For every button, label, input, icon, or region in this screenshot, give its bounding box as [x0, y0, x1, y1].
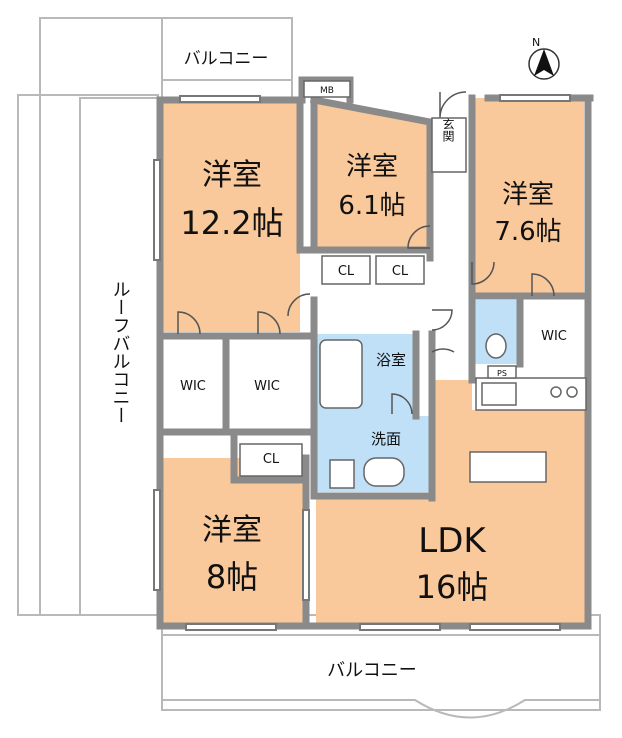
wic-3-label: WIC: [541, 329, 567, 344]
wic-1-label: WIC: [180, 379, 206, 394]
room-nw-name: 洋室: [202, 158, 262, 193]
fixtures: [239, 80, 587, 489]
wic-2-label: WIC: [254, 379, 280, 394]
wash-basin: [363, 457, 405, 487]
room-nw-floor: [160, 100, 300, 332]
closet-box: [321, 255, 371, 285]
ldk-name: LDK: [418, 521, 487, 561]
balcony-top-label: バルコニー: [184, 49, 269, 69]
room-ne-size: 7.6帖: [494, 217, 561, 247]
mb-label: MB: [320, 86, 334, 96]
north-arrow-icon: [534, 49, 554, 76]
stove-burner: [550, 386, 562, 398]
room-sw-name: 洋室: [202, 513, 262, 548]
door-swings: [177, 91, 555, 415]
room-sw-floor: [160, 458, 306, 626]
closet-box: [239, 443, 303, 477]
kitchen-island: [469, 451, 547, 483]
ldk-floor: [316, 380, 588, 626]
bathtub: [319, 339, 363, 409]
ps-label: PS: [497, 369, 507, 378]
room-n-name: 洋室: [346, 152, 398, 182]
room-ne-floor: [472, 98, 584, 296]
room-n-size: 6.1帖: [338, 191, 405, 221]
closet-box: [375, 255, 425, 285]
sink: [481, 382, 517, 406]
compass: N: [528, 36, 560, 80]
washroom-label: 洗面: [371, 430, 401, 448]
cl-3-label: CL: [263, 452, 280, 467]
roof-balcony-label: ルーフバルコニー: [110, 280, 131, 424]
ldk-size: 16帖: [416, 568, 489, 606]
entrance-label: 玄関: [441, 117, 455, 142]
bath-label: 浴室: [376, 351, 406, 369]
balcony-bottom-label: バルコニー: [327, 660, 417, 681]
entrance-area: [431, 117, 467, 173]
room-nw-size: 12.2帖: [180, 204, 283, 242]
compass-north: N: [532, 36, 540, 49]
cl-1-label: CL: [338, 264, 355, 279]
room-ne-name: 洋室: [502, 180, 554, 210]
mb-box: [303, 80, 351, 98]
ps-box: [487, 365, 517, 379]
windows: [153, 94, 571, 631]
cl-2-label: CL: [392, 264, 409, 279]
stove-burner: [566, 386, 578, 398]
washing-machine-pan: [329, 459, 355, 489]
toilet: [485, 333, 507, 359]
room-sw-size: 8帖: [206, 558, 258, 596]
room-n-floor: [314, 100, 430, 248]
